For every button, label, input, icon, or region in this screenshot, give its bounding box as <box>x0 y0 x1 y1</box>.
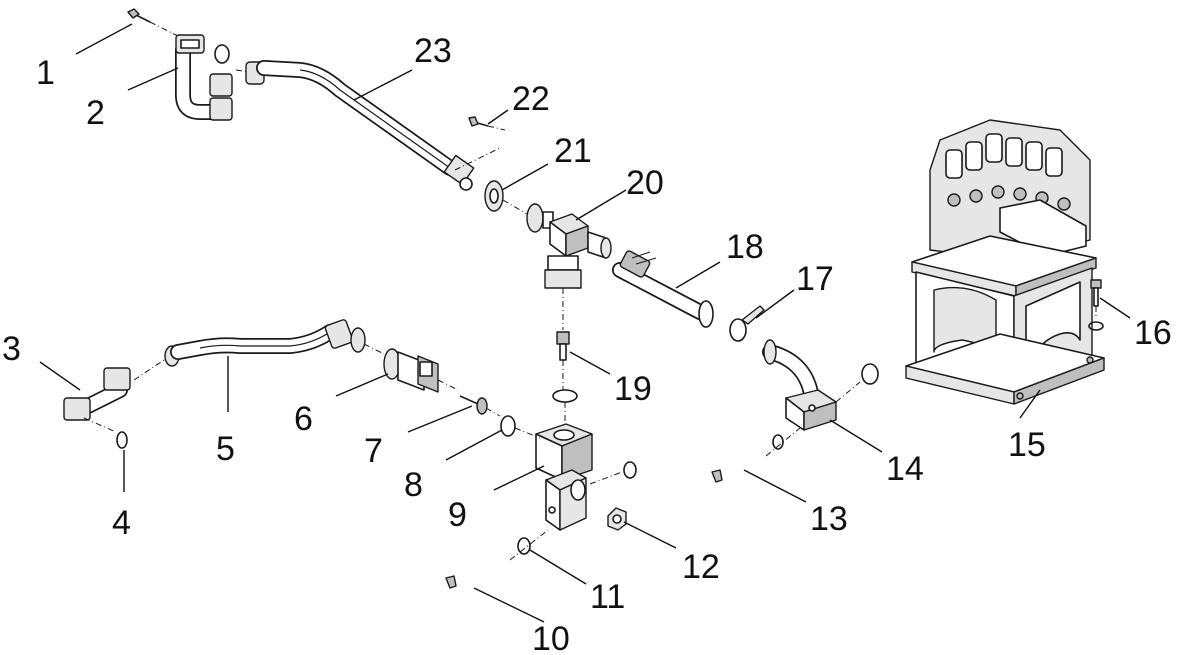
part-20-tee-block <box>526 203 612 330</box>
part-21-flange <box>484 180 528 215</box>
callout-3: 3 <box>2 330 21 368</box>
callout-2: 2 <box>86 94 105 132</box>
leader-19 <box>569 351 611 375</box>
part-5-hose <box>164 319 385 367</box>
leader-13 <box>743 469 807 503</box>
part-1-bolt <box>127 8 183 39</box>
part-18-pipe <box>612 250 714 328</box>
callout-5: 5 <box>216 430 235 468</box>
leader-9 <box>493 465 545 491</box>
callout-20: 20 <box>626 164 664 202</box>
leader-21 <box>501 163 549 191</box>
callout-14: 14 <box>886 450 924 488</box>
callout-15: 15 <box>1008 426 1046 464</box>
leader-1 <box>75 23 133 55</box>
leader-3 <box>39 361 81 391</box>
callout-10: 10 <box>532 620 570 655</box>
callout-16: 16 <box>1134 314 1172 352</box>
callout-1: 1 <box>36 54 55 92</box>
part-12-nut <box>607 507 627 531</box>
leader-14 <box>829 419 883 453</box>
callout-11: 11 <box>590 578 625 616</box>
leader-10 <box>473 587 545 623</box>
callout-7: 7 <box>364 432 383 470</box>
leader-17 <box>755 289 795 319</box>
leader-11 <box>529 549 587 585</box>
leader-lines <box>39 23 1131 623</box>
callout-6: 6 <box>294 400 313 438</box>
leader-16 <box>1099 297 1131 319</box>
callout-21: 21 <box>554 132 592 170</box>
part-8-o-ring <box>500 415 541 439</box>
callout-labels: 1 2 3 4 5 6 7 8 9 10 11 12 13 14 15 16 1… <box>2 32 1172 655</box>
part-14-elbow-block <box>762 339 879 431</box>
leader-23 <box>353 69 413 101</box>
callout-13: 13 <box>810 500 848 538</box>
part-10-bolt <box>445 529 549 589</box>
part-3-fitting <box>63 359 165 449</box>
leader-22 <box>487 109 509 125</box>
part-6-coupling <box>383 348 459 393</box>
callout-17: 17 <box>796 260 834 298</box>
callout-8: 8 <box>404 466 423 504</box>
callout-4: 4 <box>112 504 131 542</box>
leader-15 <box>1019 389 1041 419</box>
part-9-block <box>535 423 637 531</box>
part-22-screw <box>454 116 506 171</box>
part-19-bolt <box>552 331 578 430</box>
callout-19: 19 <box>614 370 652 408</box>
part-17-clamp <box>729 305 765 342</box>
callout-12: 12 <box>682 548 720 586</box>
part-23-hose <box>245 60 475 191</box>
leader-12 <box>623 521 677 549</box>
leader-18 <box>675 261 721 289</box>
callout-9: 9 <box>448 496 467 534</box>
part-13-bolt <box>711 427 801 483</box>
leader-20 <box>575 189 627 221</box>
leader-8 <box>445 429 503 461</box>
part-2-elbow-fitting <box>175 34 251 121</box>
part-15-valve-stand <box>905 119 1105 405</box>
part-7-fitting <box>459 395 501 417</box>
callout-18: 18 <box>726 228 764 266</box>
leader-6 <box>335 373 389 397</box>
part-16-bolt <box>1088 279 1104 331</box>
leader-7 <box>407 405 473 433</box>
callout-23: 23 <box>414 32 452 70</box>
callout-22: 22 <box>512 80 550 118</box>
leader-2 <box>127 67 179 91</box>
